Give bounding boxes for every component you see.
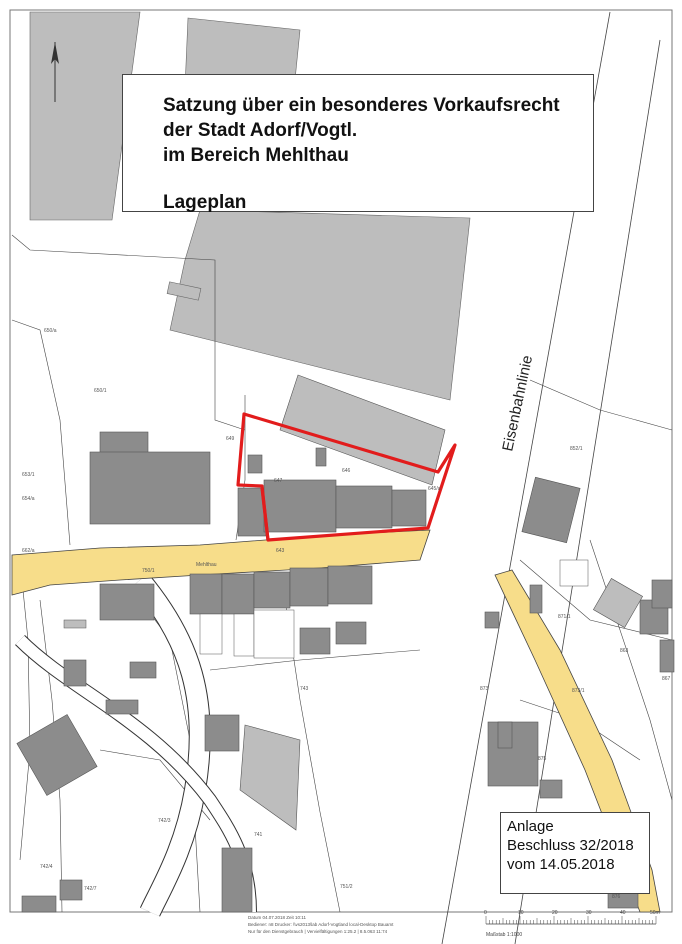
title-box: Satzung über ein besonderes Vorkaufsrech…	[122, 74, 594, 213]
street-label: Mehlthau	[196, 562, 217, 568]
parcel-label: 649	[226, 436, 235, 442]
scale-ratio: Maßstab 1:1000	[486, 932, 522, 938]
anlage-box: Anlage Beschluss 32/2018 vom 14.05.2018	[500, 812, 650, 894]
parcel-label: 742/7	[84, 886, 97, 892]
scale-tick: 10	[518, 910, 524, 916]
small-building	[63, 619, 87, 629]
anlage-line: Beschluss 32/2018	[507, 837, 634, 854]
scale-bar: 0 10 20 30 40 50m Maßstab 1:1000	[484, 910, 660, 938]
scale-tick: 0	[484, 910, 487, 916]
title-line: im Bereich Mehlthau	[163, 145, 349, 166]
parcel-label: 653/1	[22, 472, 35, 478]
building-light	[279, 374, 446, 486]
parcel-label: 741	[254, 832, 263, 838]
small-building	[166, 281, 202, 301]
parcel-label: 647	[274, 478, 283, 484]
parcel-label: 650/1	[94, 388, 107, 394]
parcel-label: 646	[342, 468, 351, 474]
building-light	[593, 578, 643, 628]
buildings-east	[484, 476, 675, 909]
parcel-label: 867	[662, 676, 671, 682]
buildings-south	[16, 565, 373, 913]
print-footer: Datum 04.07.2018 Zeit 10:11 Bediener: n8…	[248, 914, 478, 935]
parcel-label: 852/1	[570, 446, 583, 452]
parcel-label: 742/3	[158, 818, 171, 824]
parcel-label: 863	[620, 648, 629, 654]
warehouse-building	[29, 11, 141, 221]
title-subtitle: Lageplan	[163, 192, 247, 213]
warehouse-building	[169, 209, 471, 401]
building-light	[239, 724, 301, 831]
scale-tick: 20	[552, 910, 558, 916]
parcel-label: 751/2	[340, 884, 353, 890]
parcel-label: 871/1	[558, 614, 571, 620]
parcel-label: 645/a	[428, 486, 441, 492]
parcel-label: 875	[538, 756, 547, 762]
parcel-label: 873/1	[572, 688, 585, 694]
parcel-label: 743	[300, 686, 309, 692]
parcel-label: 662/a	[22, 548, 35, 554]
title-line: Satzung über ein besonderes Vorkaufsrech…	[163, 95, 560, 116]
scale-tick: 30	[586, 910, 592, 916]
parcel-label: 876	[612, 894, 621, 900]
parcel-label: 750/1	[142, 568, 155, 574]
small-plots	[199, 559, 589, 659]
parcel-label: 873	[480, 686, 489, 692]
buildings-north	[89, 431, 427, 537]
highlighted-parcel	[236, 412, 457, 542]
footer-line: Nur für den Dienstgebrauch | Vervielfält…	[248, 929, 388, 934]
street-mehlthau	[11, 529, 431, 596]
footer-line: Bediener: n8 Drucker: \\vs2013\lab Adorf…	[248, 922, 394, 927]
parcel-label: 643	[276, 548, 285, 554]
scale-tick: 40	[620, 910, 626, 916]
parcel-label: 742/4	[40, 864, 53, 870]
anlage-line: vom 14.05.2018	[507, 856, 615, 873]
parcel-label: 654/a	[22, 496, 35, 502]
parcel-label: 650/a	[44, 328, 57, 334]
anlage-line: Anlage	[507, 818, 554, 835]
north-arrow-icon	[51, 42, 59, 102]
title-line: der Stadt Adorf/Vogtl.	[163, 120, 358, 141]
scale-tick: 50m	[650, 910, 660, 916]
footer-line: Datum 04.07.2018 Zeit 10:11	[248, 915, 306, 920]
